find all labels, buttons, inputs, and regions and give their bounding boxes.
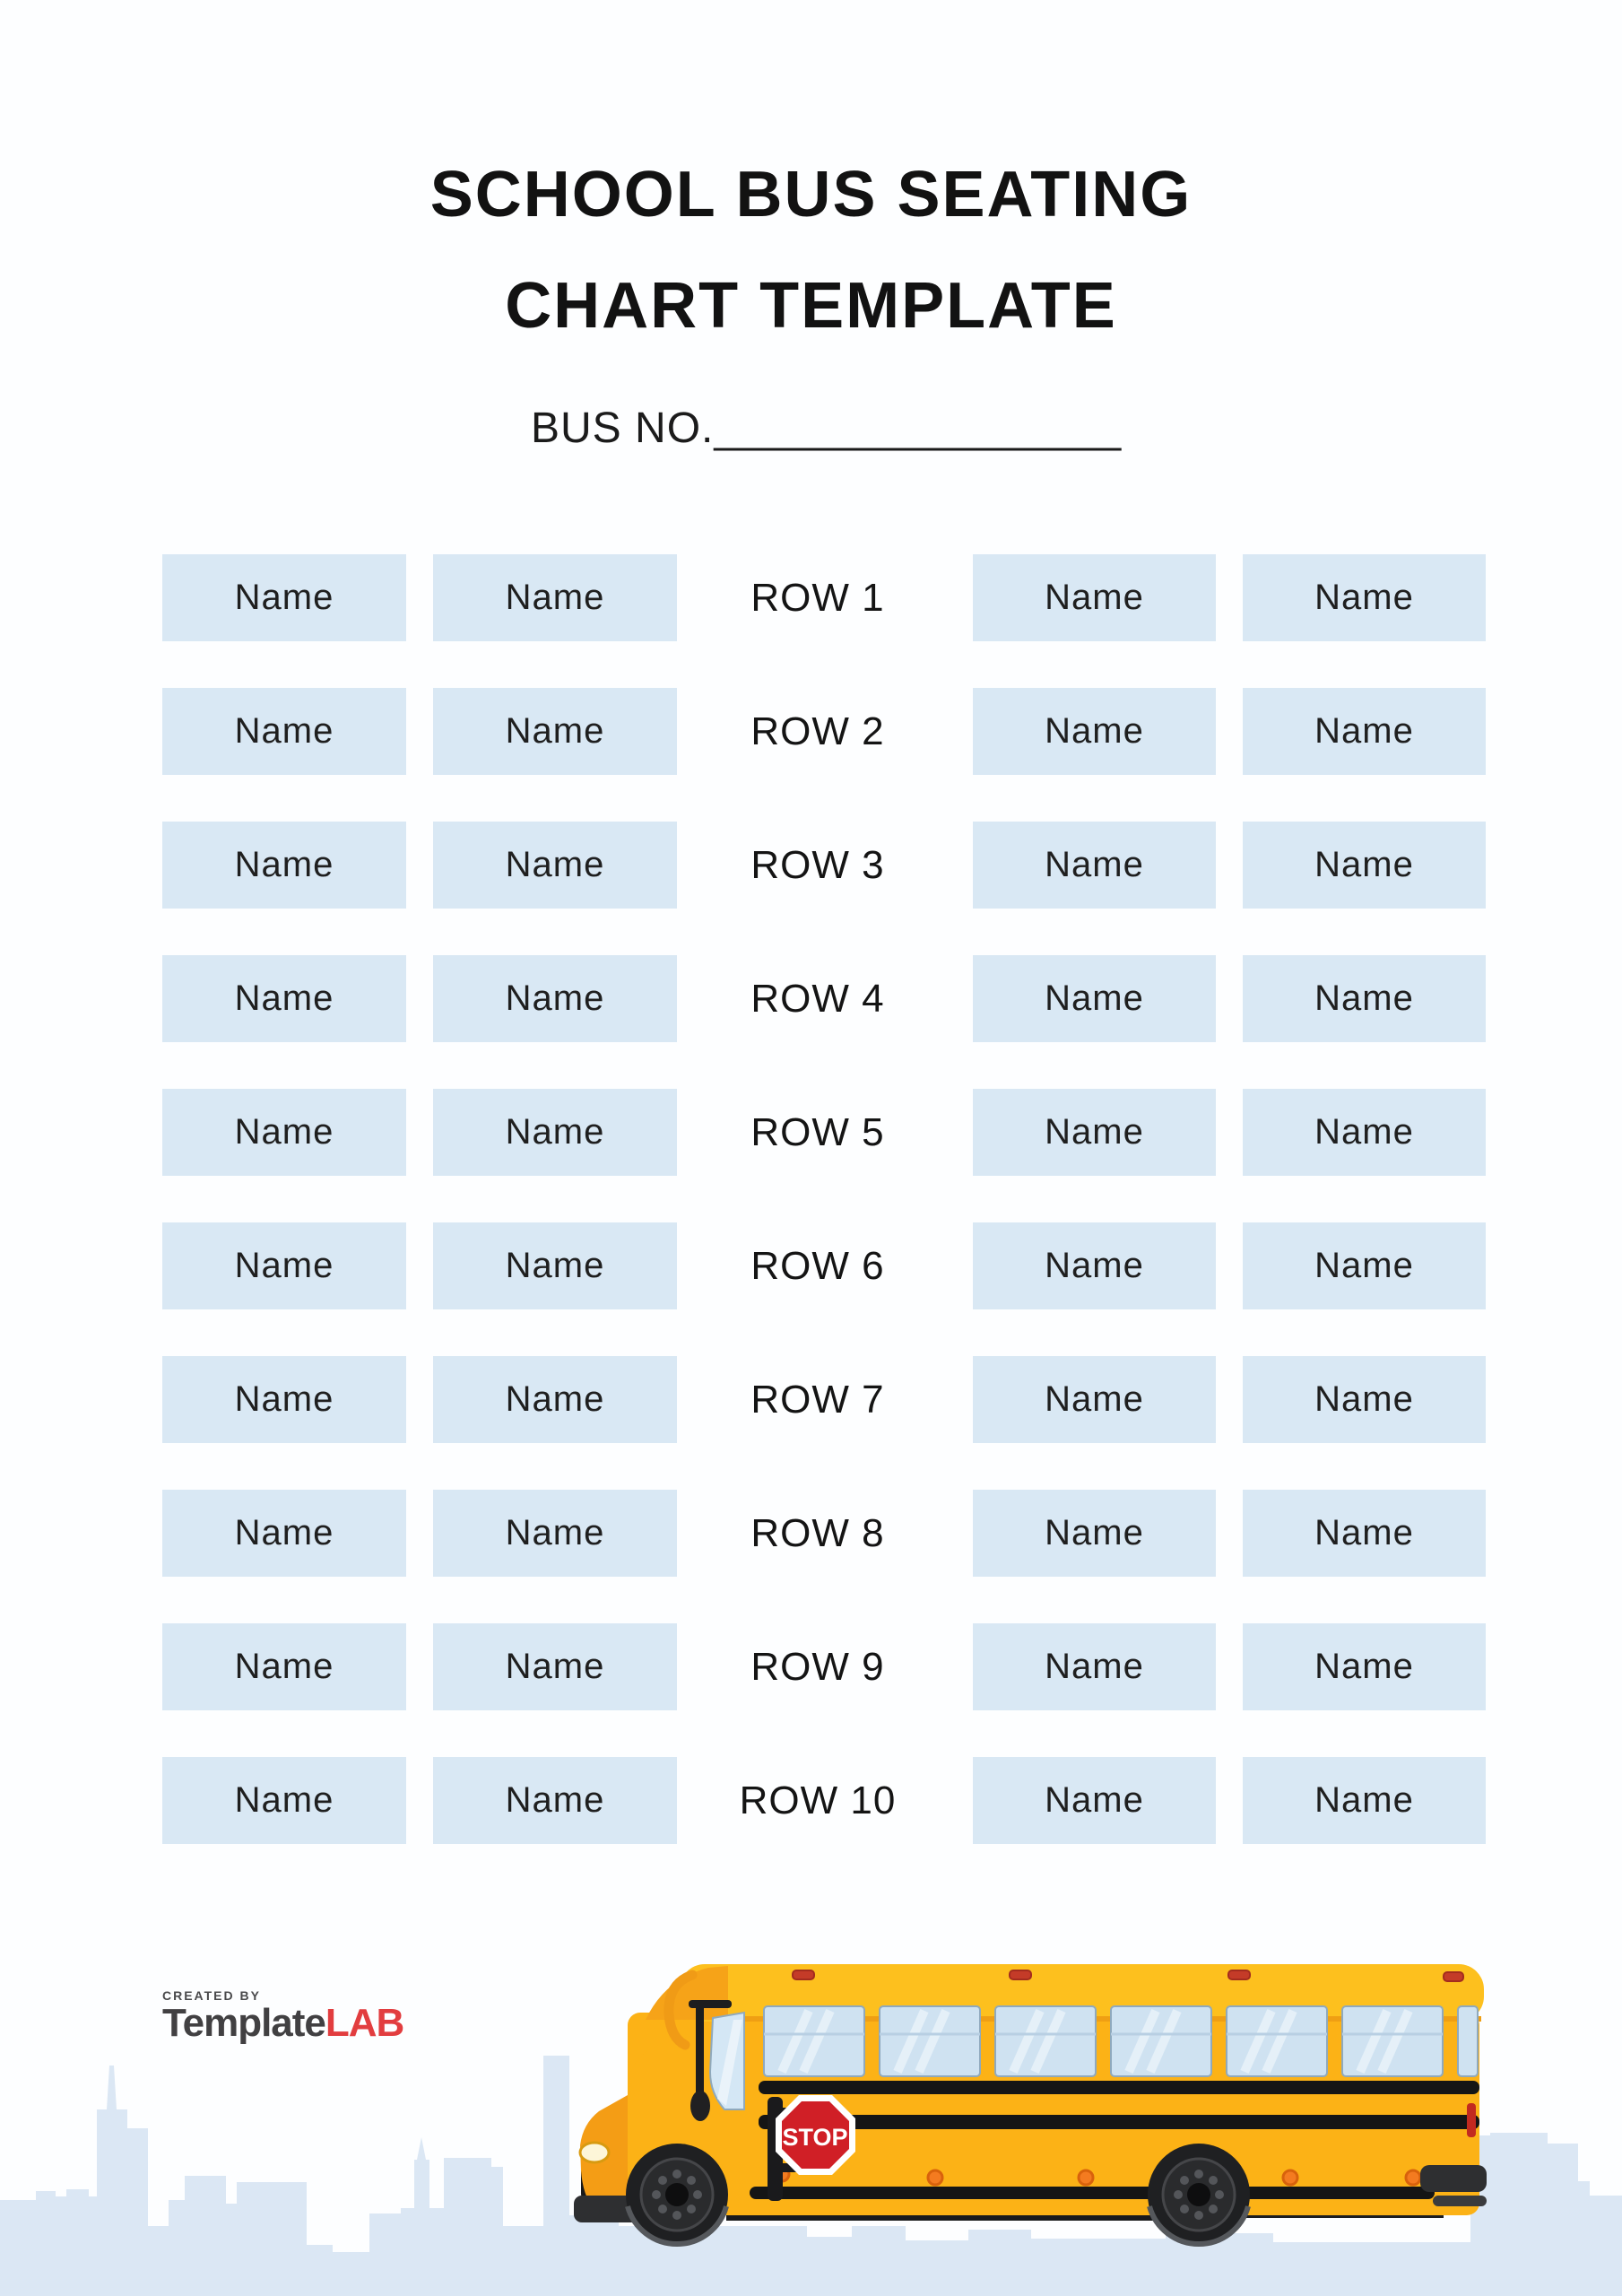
seat-name-box: Name (1243, 1356, 1486, 1443)
seat-name-box: Name (973, 688, 1216, 775)
seat-name-box: Name (973, 1089, 1216, 1176)
seat-row: Name Name Name Name ROW 3 (0, 822, 1622, 909)
seat-name-box: Name (973, 822, 1216, 909)
seat-name-box: Name (433, 1623, 677, 1710)
row-label: ROW 4 (750, 976, 885, 1021)
seat-name-box: Name (162, 688, 406, 775)
stop-sign-face (782, 2101, 849, 2169)
seat-name-box: Name (973, 1623, 1216, 1710)
seat-name-box: Name (162, 822, 406, 909)
seat-name-box: Name (162, 1089, 406, 1176)
seat-name-box: Name (973, 554, 1216, 641)
seat-name-box: Name (433, 822, 677, 909)
seat-name-box: Name (433, 1757, 677, 1844)
seat-row: Name Name Name Name ROW 6 (0, 1222, 1622, 1309)
row-label: ROW 7 (750, 1377, 885, 1422)
step-box (785, 2199, 872, 2213)
bus-scene-illustration: STOP (0, 1964, 1622, 2296)
stop-sign-text: STOP (782, 2124, 847, 2151)
seat-row: Name Name Name Name ROW 10 (0, 1757, 1622, 1844)
exhaust-pipe (1433, 2196, 1487, 2206)
row-label: ROW 2 (750, 709, 885, 753)
seat-name-box: Name (433, 554, 677, 641)
seat-name-box: Name (433, 1222, 677, 1309)
windshield-streak (717, 2020, 742, 2106)
school-bus-illustration: STOP (574, 1964, 1487, 2248)
logo-wordmark: TemplateLAB (162, 2001, 404, 2045)
seat-name-box: Name (433, 688, 677, 775)
row-label: ROW 1 (750, 575, 885, 620)
row-label: ROW 8 (750, 1510, 885, 1555)
row-label: ROW 6 (750, 1243, 885, 1288)
roof-marker-lights (792, 1970, 1464, 1982)
seat-row: Name Name Name Name ROW 9 (0, 1623, 1622, 1710)
seat-name-box: Name (973, 1356, 1216, 1443)
bus-number-line: BUS NO._________________ (531, 404, 1121, 453)
seat-name-box: Name (1243, 1089, 1486, 1176)
templatelab-logo: CREATED BY TemplateLAB (162, 1988, 404, 2045)
seat-name-box: Name (973, 955, 1216, 1042)
crossing-arm (664, 1970, 698, 2050)
bus-number-label: BUS NO. (531, 404, 715, 452)
seat-row: Name Name Name Name ROW 8 (0, 1490, 1622, 1577)
seat-name-box: Name (1243, 1222, 1486, 1309)
page-title-line-2: CHART TEMPLATE (505, 270, 1117, 342)
seat-row: Name Name Name Name ROW 4 (0, 955, 1622, 1042)
headlight (578, 2141, 611, 2164)
bus-number-blank: _________________ (714, 404, 1122, 452)
tail-light (1467, 2103, 1476, 2137)
seat-name-box: Name (162, 1623, 406, 1710)
seat-name-box: Name (433, 955, 677, 1042)
seat-name-box: Name (1243, 955, 1486, 1042)
seat-name-box: Name (433, 1490, 677, 1577)
seat-name-box: Name (973, 1490, 1216, 1577)
seat-name-box: Name (162, 955, 406, 1042)
seat-name-box: Name (162, 1222, 406, 1309)
seat-name-box: Name (1243, 688, 1486, 775)
row-label: ROW 5 (750, 1109, 885, 1154)
seat-name-box: Name (1243, 1757, 1486, 1844)
logo-created-by-text: CREATED BY (162, 1988, 261, 2003)
stop-sign: STOP (768, 2095, 855, 2201)
row-label: ROW 9 (750, 1644, 885, 1689)
seat-name-box: Name (1243, 554, 1486, 641)
seat-name-box: Name (973, 1222, 1216, 1309)
front-bumper (574, 2196, 640, 2222)
seat-row: Name Name Name Name ROW 2 (0, 688, 1622, 775)
seat-name-box: Name (1243, 822, 1486, 909)
side-stripes (750, 2081, 1479, 2199)
seat-name-box: Name (1243, 1623, 1486, 1710)
mirror-post (696, 2000, 704, 2097)
seat-row: Name Name Name Name ROW 1 (0, 554, 1622, 641)
seat-name-box: Name (433, 1089, 677, 1176)
seat-name-box: Name (162, 554, 406, 641)
row-label: ROW 10 (739, 1778, 897, 1822)
rear-wheel (1147, 2144, 1251, 2248)
rear-bumper (1420, 2165, 1487, 2192)
seat-row: Name Name Name Name ROW 5 (0, 1089, 1622, 1176)
seat-name-box: Name (433, 1356, 677, 1443)
front-wheel (625, 2144, 729, 2248)
seat-name-box: Name (1243, 1490, 1486, 1577)
bus-windows (763, 2005, 1479, 2077)
seat-name-box: Name (162, 1757, 406, 1844)
mirror-arm (689, 2000, 732, 2008)
page-title-line-1: SCHOOL BUS SEATING (429, 159, 1193, 230)
row-label: ROW 3 (750, 842, 885, 887)
seat-name-box: Name (162, 1490, 406, 1577)
seat-name-box: Name (973, 1757, 1216, 1844)
logo-template-text: Template (162, 2001, 326, 2045)
logo-lab-text: LAB (325, 2001, 404, 2045)
seat-row: Name Name Name Name ROW 7 (0, 1356, 1622, 1443)
mirror-head (690, 2091, 710, 2121)
seat-name-box: Name (162, 1356, 406, 1443)
